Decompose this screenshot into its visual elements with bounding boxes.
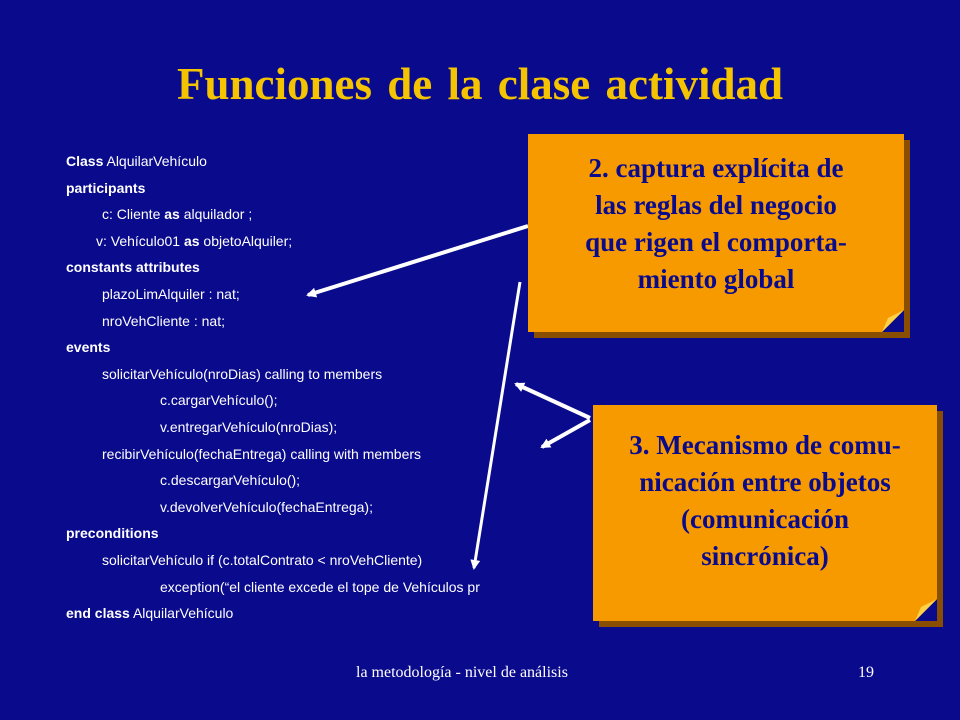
code-line: end class AlquilarVehículo xyxy=(66,605,234,622)
code-line: solicitarVehículo(nroDias) calling to me… xyxy=(102,365,383,382)
arrow-to-precondition xyxy=(470,281,522,570)
note-line: nicación entre objetos xyxy=(639,467,891,497)
code-line: events xyxy=(66,339,111,356)
code-line: constants attributes xyxy=(66,259,200,276)
code-line: v: Vehículo01 as objetoAlquiler; xyxy=(96,232,293,249)
arrow-to-recibir xyxy=(540,418,591,449)
note-line: 2. captura explícita de xyxy=(588,153,844,183)
note-line: 3. Mecanismo de comu- xyxy=(629,430,901,460)
code-line: v.entregarVehículo(nroDias); xyxy=(160,418,338,435)
page-fold-icon xyxy=(882,310,904,332)
code-line: Class AlquilarVehículo xyxy=(66,153,207,169)
note-line: sincrónica) xyxy=(701,541,829,571)
code-line: participants xyxy=(66,179,146,196)
code-line: preconditions xyxy=(66,525,159,542)
code-line: nroVehCliente : nat; xyxy=(102,312,225,329)
note-line: (comunicación xyxy=(681,504,849,534)
note-communication: 3. Mecanismo de comu- nicación entre obj… xyxy=(593,405,937,621)
code-line: exception(“el cliente excede el tope de … xyxy=(160,578,480,595)
page-number: 19 xyxy=(858,664,874,681)
code-line: c.descargarVehículo(); xyxy=(160,472,301,489)
note-business-rules: 2. captura explícita de las reglas del n… xyxy=(528,134,904,332)
arrow-to-constants xyxy=(306,224,529,298)
slide-title: Funciones de la clase actividad xyxy=(176,59,783,109)
code-block: Class AlquilarVehículo participants c: C… xyxy=(66,148,686,627)
note-line: que rigen el comporta- xyxy=(585,227,847,257)
code-line: c: Cliente as alquilador ; xyxy=(102,206,253,223)
code-line: solicitarVehículo if (c.totalContrato < … xyxy=(102,551,423,568)
arrow-to-solicitar xyxy=(514,382,591,420)
code-line: c.cargarVehículo(); xyxy=(160,392,278,409)
code-line: v.devolverVehículo(fechaEntrega); xyxy=(160,498,373,515)
code-line: plazoLimAlquiler : nat; xyxy=(102,285,240,302)
footer-text: la metodología - nivel de análisis xyxy=(356,664,568,681)
page-fold-icon xyxy=(915,599,937,621)
note-line: las reglas del negocio xyxy=(595,190,837,220)
code-line: recibirVehículo(fechaEntrega) calling wi… xyxy=(102,445,422,462)
note-line: miento global xyxy=(637,264,795,294)
